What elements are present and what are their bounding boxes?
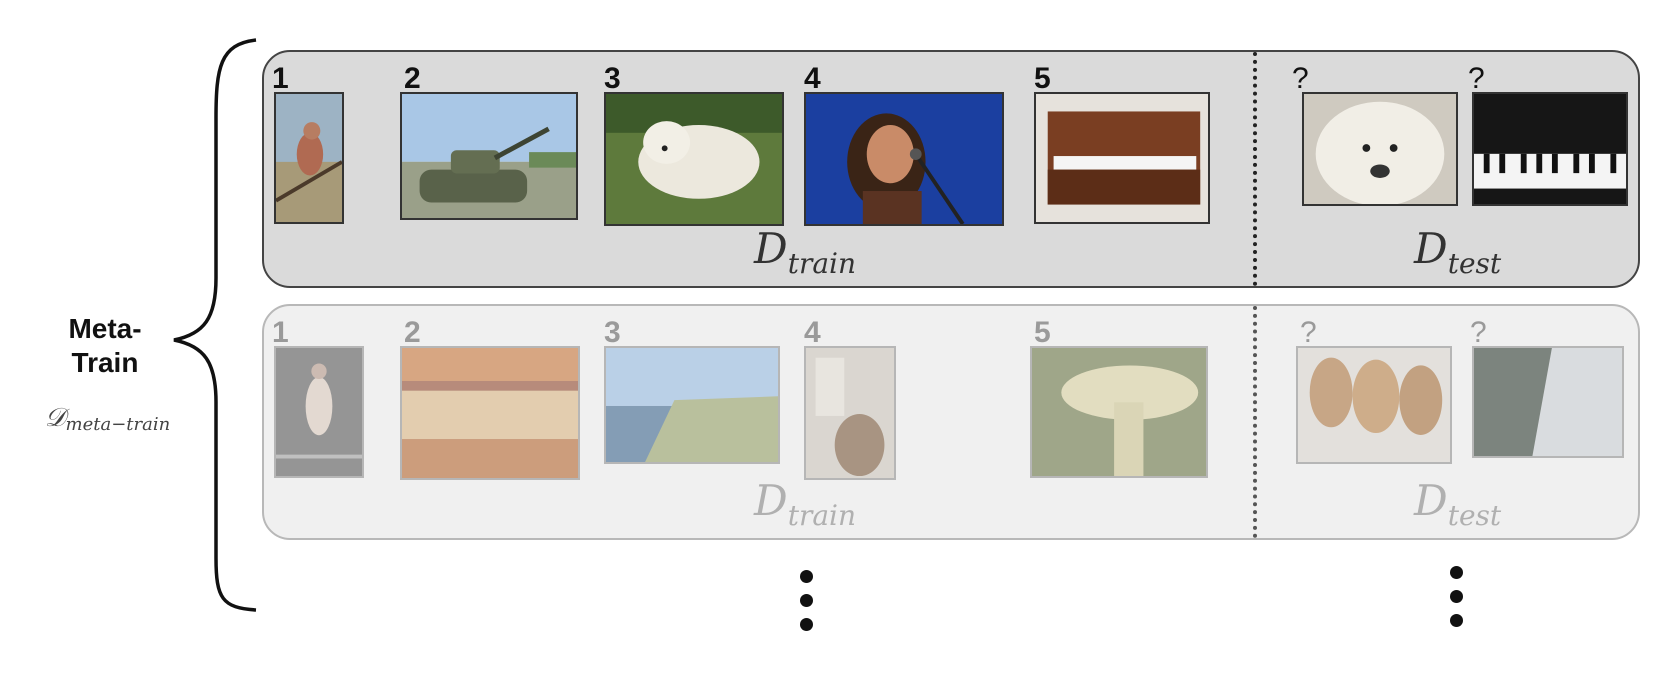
d-test-symbol: D: [1414, 476, 1448, 525]
barrels-image: [1296, 346, 1452, 464]
d-test-subscript: test: [1447, 499, 1502, 532]
mushroom-image: [1030, 346, 1208, 478]
train-label-1: 1: [272, 316, 289, 349]
train-label-4: 4: [804, 62, 821, 95]
piano-keys-image: [1472, 92, 1628, 206]
train-label-4: 4: [804, 316, 821, 349]
test-label-1: ?: [1300, 316, 1317, 349]
test-label-2: ?: [1470, 316, 1487, 349]
d-test-subscript: test: [1447, 247, 1502, 280]
episode-panel-2: 1 2 3 4 5 ? ? Dtrain Dtest: [262, 304, 1640, 540]
d-test-label: Dtest: [1414, 476, 1501, 532]
d-train-symbol: D: [754, 476, 788, 525]
vertical-ellipsis-train: [800, 570, 814, 642]
white-dog-image: [604, 92, 784, 226]
cliffs-image: [1472, 346, 1624, 458]
train-label-5: 5: [1034, 316, 1051, 349]
d-test-label: Dtest: [1414, 224, 1501, 280]
piano-image: [1034, 92, 1210, 224]
train-test-divider: [1253, 306, 1257, 538]
singer-image: [804, 92, 1004, 226]
train-label-3: 3: [604, 62, 621, 95]
d-train-label: Dtrain: [754, 224, 856, 280]
barrel-image: [804, 346, 896, 480]
meta-train-label: Meta- Train: [30, 312, 180, 380]
test-label-2: ?: [1468, 62, 1485, 95]
train-label-2: 2: [404, 62, 421, 95]
train-test-divider: [1253, 52, 1257, 286]
tank-image: [400, 92, 578, 220]
d-train-symbol: D: [754, 224, 788, 273]
test-label-1: ?: [1292, 62, 1309, 95]
vertical-ellipsis-test: [1450, 566, 1464, 638]
sea-cliff-image: [604, 346, 780, 464]
d-train-subscript: train: [787, 247, 857, 280]
train-label-5: 5: [1034, 62, 1051, 95]
white-dog-closeup-image: [1302, 92, 1458, 206]
meta-label-line2: Train: [71, 347, 139, 378]
dataset-script-d: 𝒟: [44, 403, 66, 433]
train-label-3: 3: [604, 316, 621, 349]
episode-panel-1: 1 2 3 4 5 ? ? Dtrain Dtest: [262, 50, 1640, 288]
carousel-image: [400, 346, 580, 480]
train-label-2: 2: [404, 316, 421, 349]
d-test-symbol: D: [1414, 224, 1448, 273]
meta-label-line1: Meta-: [68, 313, 142, 344]
curly-brace: [173, 38, 257, 612]
bird-image: [274, 92, 344, 224]
gymnast-image: [274, 346, 364, 478]
train-label-1: 1: [272, 62, 289, 95]
d-train-subscript: train: [787, 499, 857, 532]
meta-train-dataset-symbol: 𝒟meta−train: [0, 403, 215, 435]
dataset-subscript: meta−train: [65, 414, 171, 435]
d-train-label: Dtrain: [754, 476, 856, 532]
